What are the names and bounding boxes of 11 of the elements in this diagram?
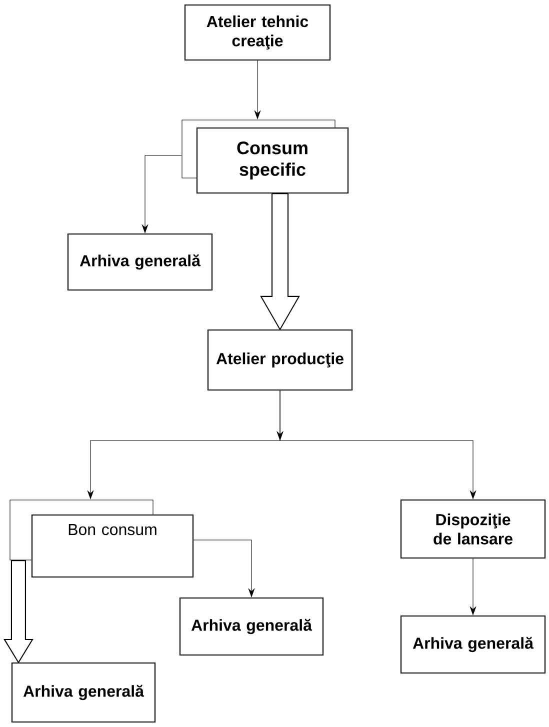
- block-arrow: [4, 560, 34, 664]
- process-box: Atelier producţie: [207, 329, 353, 391]
- process-box: Arhiva generală: [400, 615, 546, 674]
- process-box: Atelier tehnic creaţie: [184, 4, 331, 61]
- stacked-document-box: Consum specific: [182, 120, 349, 194]
- process-box: Arhiva generală: [179, 597, 324, 656]
- block-arrow: [260, 193, 300, 331]
- stacked-document-box: Bon consum: [10, 500, 194, 578]
- process-box: Dispoziţie de lansare: [400, 499, 546, 559]
- process-box: Arhiva generală: [67, 233, 213, 291]
- process-box: Arhiva generală: [11, 662, 156, 723]
